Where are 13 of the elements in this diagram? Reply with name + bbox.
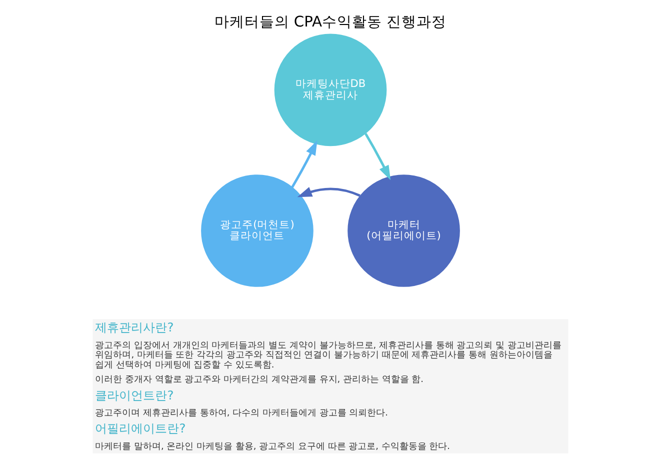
label: 광고주의 입장에서 개개인의 마케터들과의 별도 계약이 불가능하므로, 제휴관리사를 통해 광고의뢰 및 광고비관리를 위임하며, 마케터들 또한 각각의 광고주와 직접적인 연결이 불가능하기 때문에 제휴관리사를 통해 원하는아이템을 쉽게 선택하여 마케팅에 집중할 수 있도록함.: [95, 340, 562, 370]
label: 마케터를 말하며, 온라인 마케팅을 활용, 광고주의 요구에 따른 광고로, 수익활동을 한다.: [95, 442, 450, 452]
label: 어필리에이트란?: [95, 422, 186, 436]
diagram-title: 마케터들의 CPA수익활동 진행과정: [214, 13, 447, 30]
label: 이러한 중개자 역할로 광고주와 마케터간의 계약관계를 유지, 관리하는 역할을 함.: [95, 375, 424, 386]
label: 제휴관리사란?: [95, 320, 174, 335]
node-circle: 마케터 (어필리에이트): [348, 174, 460, 287]
arrow: [291, 140, 318, 188]
arrow: [364, 133, 391, 180]
node-circle: 마케팅사단DB 제휴관리사: [274, 34, 387, 146]
arrow: [297, 187, 360, 198]
label: 클라이언트란?: [95, 388, 174, 402]
label: 광고주이며 제휴관리사를 통하여, 다수의 마케터들에게 광고를 의뢰한다.: [95, 408, 388, 418]
